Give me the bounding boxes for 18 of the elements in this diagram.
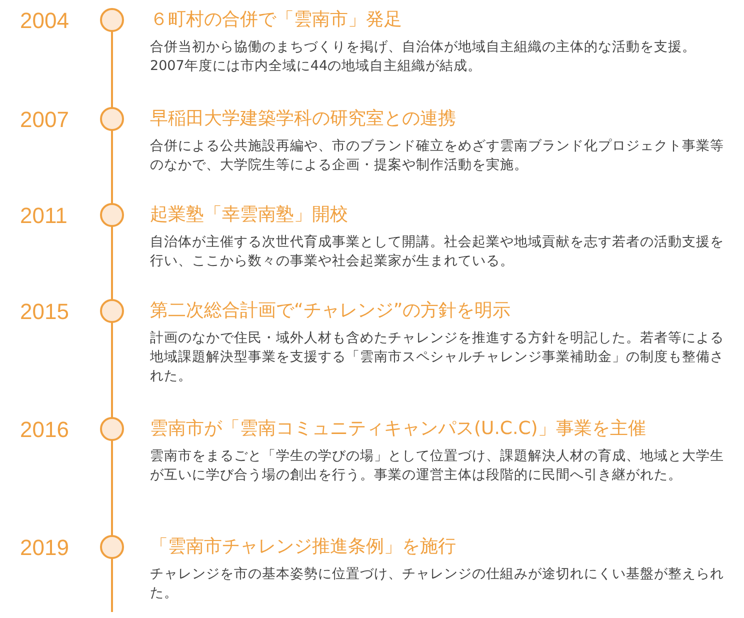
event-heading: 起業塾「幸雲南塾」開校 bbox=[150, 203, 348, 227]
event-heading: 「雲南市チャレンジ推進条例」を施行 bbox=[150, 535, 456, 559]
year-label: 2007 bbox=[20, 107, 69, 133]
event-description: 雲南市をまるごと「学生の学びの場」として位置づけ、課題解決人材の育成、地域と大学生が互いに学び合う場の創出を行う。事業の運営主体は段階的に民間へ引き継がれた。 bbox=[150, 447, 725, 485]
event-description: 自治体が主催する次世代育成事業として開講。社会起業や地域貢献を志す若者の活動支援を行い、ここから数々の事業や社会起業家が生まれている。 bbox=[150, 233, 725, 271]
event-description: 合併による公共施設再編や、市のブランド確立をめざす雲南ブランド化プロジェクト事業等のなかで、大学院生等による企画・提案や制作活動を実施。 bbox=[150, 137, 725, 175]
year-label: 2011 bbox=[20, 203, 68, 229]
year-label: 2019 bbox=[20, 535, 69, 561]
event-description: 合併当初から協働のまちづくりを掲げ、自治体が地域自主組織の主体的な活動を支援。2007年度には市内全域に44の地域自主組織が結成。 bbox=[150, 38, 697, 76]
year-label: 2016 bbox=[20, 417, 69, 443]
event-heading: 早稲田大学建築学科の研究室との連携 bbox=[150, 107, 456, 131]
event-description: 計画のなかで住民・域外人材も含めたチャレンジを推進する方針を明記した。若者等による地域課題解決型事業を支援する「雲南市スペシャルチャレンジ事業補助金」の制度も整備された。 bbox=[150, 329, 725, 386]
event-heading: 第二次総合計画で“チャレンジ”の方針を明示 bbox=[150, 299, 511, 323]
event-heading: ６町村の合併で「雲南市」発足 bbox=[150, 8, 402, 32]
event-description: チャレンジを市の基本姿勢に位置づけ、チャレンジの仕組みが途切れにくい基盤が整えられた。 bbox=[150, 565, 725, 603]
event-heading: 雲南市が「雲南コミュニティキャンパス(U.C.C)」事業を主催 bbox=[150, 417, 646, 441]
year-label: 2004 bbox=[20, 8, 69, 34]
year-label: 2015 bbox=[20, 299, 69, 325]
